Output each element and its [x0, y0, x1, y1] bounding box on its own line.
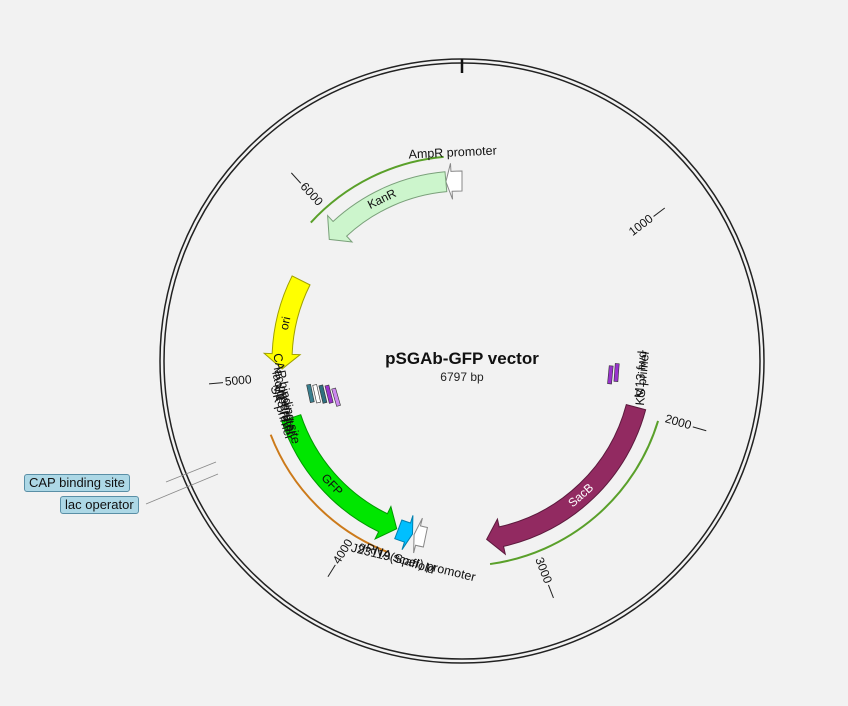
features: [262, 163, 647, 556]
tick-label-3000: 3000: [532, 555, 555, 585]
site-sk-primer[interactable]: [331, 387, 341, 407]
tick-label-5000: 5000: [224, 372, 252, 388]
site-lac-operator[interactable]: [318, 384, 328, 404]
tick-5000: [208, 382, 224, 385]
tick-label-2000: 2000: [663, 411, 693, 432]
feature-gfp[interactable]: [281, 414, 398, 540]
site-m13-rev[interactable]: [324, 384, 334, 404]
strand-marks: [269, 155, 660, 566]
tick-label-1000: 1000: [626, 211, 656, 238]
tick-1000: [653, 207, 666, 217]
callout-lac-operator[interactable]: lac operator: [60, 496, 139, 514]
tick-4000: [327, 564, 336, 578]
feature-grna-scaffold[interactable]: [394, 515, 414, 550]
feature-kanr[interactable]: [327, 171, 448, 243]
site-ks-primer[interactable]: [607, 365, 614, 385]
feature-j23119-spei-promoter[interactable]: [413, 517, 429, 554]
callout-cap-binding-site[interactable]: CAP binding site: [24, 474, 130, 492]
feature-ori[interactable]: [262, 275, 311, 370]
site-label-ks-primer: KS primer: [633, 350, 652, 407]
callout-leader-cap: [165, 461, 217, 483]
feature-ampr-promoter[interactable]: [445, 163, 463, 200]
small-features: [306, 363, 620, 407]
strand-mark-sacb: [489, 420, 660, 566]
strand-mark-kanr: [310, 155, 444, 224]
tick-2000: [692, 426, 707, 432]
feature-sacb[interactable]: [485, 404, 647, 556]
site-cap-binding-site[interactable]: [306, 383, 315, 403]
plasmid-length: 6797 bp: [440, 370, 484, 384]
strand-mark-gfp: [269, 434, 389, 553]
tick-6000: [290, 172, 302, 184]
callout-leader-lac-operator: [145, 473, 219, 505]
tick-label-6000: 6000: [298, 179, 327, 208]
backbone: [159, 58, 765, 664]
feature-label-ori: ori: [277, 315, 293, 331]
tick-3000: [547, 584, 554, 599]
site-label-m13-fwd: M13 fwd: [632, 350, 649, 398]
site-m13-fwd[interactable]: [613, 363, 620, 383]
site-lac-promoter[interactable]: [312, 384, 321, 404]
plasmid-title: pSGAb-GFP vector: [385, 349, 539, 368]
feature-label-ampr-promoter: AmpR promoter: [408, 144, 497, 162]
